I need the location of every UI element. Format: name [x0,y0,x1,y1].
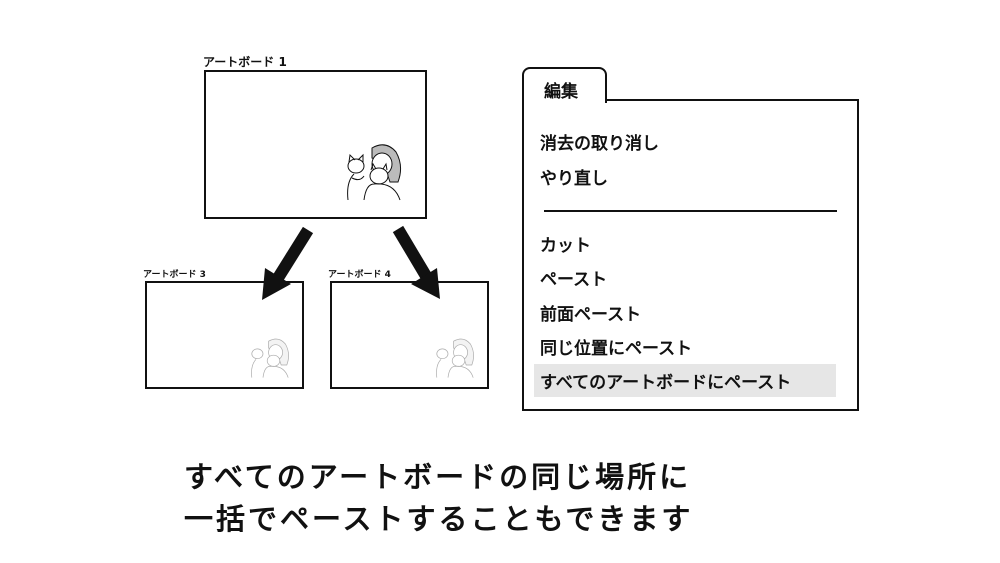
menu-item-paste-on-all-artboards[interactable]: すべてのアートボードにペースト [534,364,836,397]
artboard-3 [145,281,304,389]
artboard-4-label: アートボード 4 [328,270,391,280]
artboard-4 [330,281,489,389]
girl-with-cat-illustration [347,144,402,201]
caption-line-2: 一括でペーストすることもできます [184,502,694,536]
pasted-illustration [251,338,289,378]
menu-item-paste[interactable]: ペースト [540,270,608,290]
caption-line-1: すべてのアートボードの同じ場所に [184,460,692,494]
edit-menu-tab[interactable]: 編集 [522,67,607,103]
arrow-right-icon [392,225,440,299]
menu-separator [544,210,837,212]
edit-menu-title: 編集 [544,82,578,102]
artboard-1-label: アートボード 1 [203,55,287,69]
menu-item-redo[interactable]: やり直し [540,169,608,189]
arrow-left-icon [262,226,314,300]
artboard-1 [204,70,427,219]
menu-item-undo-clear[interactable]: 消去の取り消し [540,134,659,154]
menu-item-cut[interactable]: カット [540,236,591,256]
artboard-3-label: アートボード 3 [143,270,206,280]
pasted-illustration [436,338,474,378]
menu-item-paste-in-place[interactable]: 同じ位置にペースト [540,339,693,359]
edit-menu: 消去の取り消し やり直し カット ペースト 前面ペースト 同じ位置にペースト す… [522,99,859,411]
menu-item-paste-in-front[interactable]: 前面ペースト [540,305,642,325]
